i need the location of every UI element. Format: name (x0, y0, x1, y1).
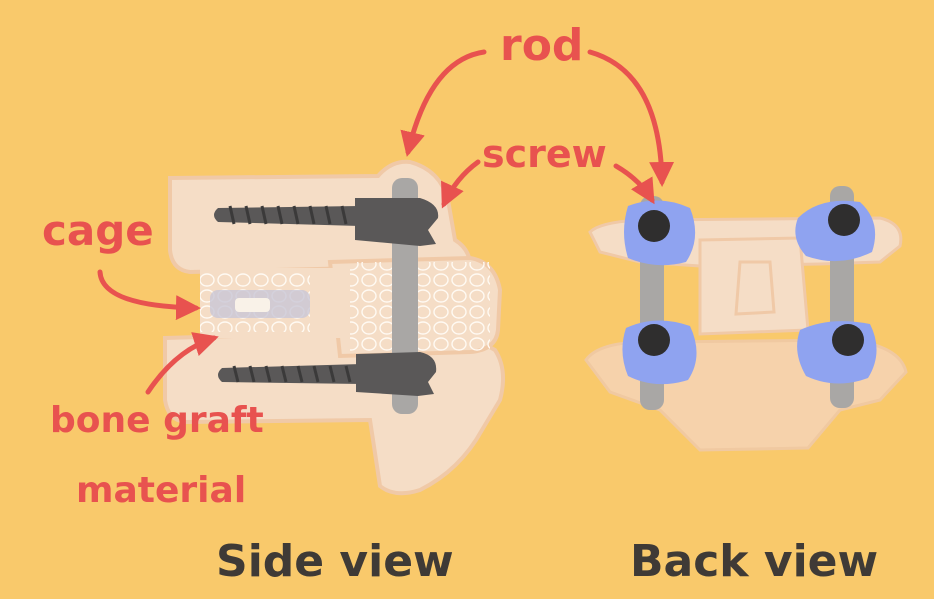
rod-label: rod (500, 20, 583, 71)
back-view-illustration (586, 186, 906, 450)
side-view-caption: Side view (216, 536, 454, 587)
cage-label: cage (42, 206, 154, 255)
back-spinous-region (700, 238, 808, 334)
cage-window (235, 298, 270, 312)
screw-cap-lower-left (622, 320, 696, 384)
screw-arrow-left (444, 162, 478, 204)
bone-graft-label-line2: material (76, 470, 246, 511)
back-view-caption: Back view (630, 536, 878, 587)
bone-texture (350, 262, 490, 352)
screw-label: screw (482, 132, 607, 176)
bone-graft-label: bone graft (50, 400, 264, 441)
screw-cap-lower-right (797, 321, 876, 383)
screw-arrow-right (616, 166, 652, 200)
screw-cap-upper-left (624, 200, 695, 265)
screw-cap-upper-right (795, 201, 875, 261)
rod-arrow-left (408, 52, 484, 152)
side-view-illustration (165, 162, 503, 493)
cage-arrow (100, 272, 196, 308)
